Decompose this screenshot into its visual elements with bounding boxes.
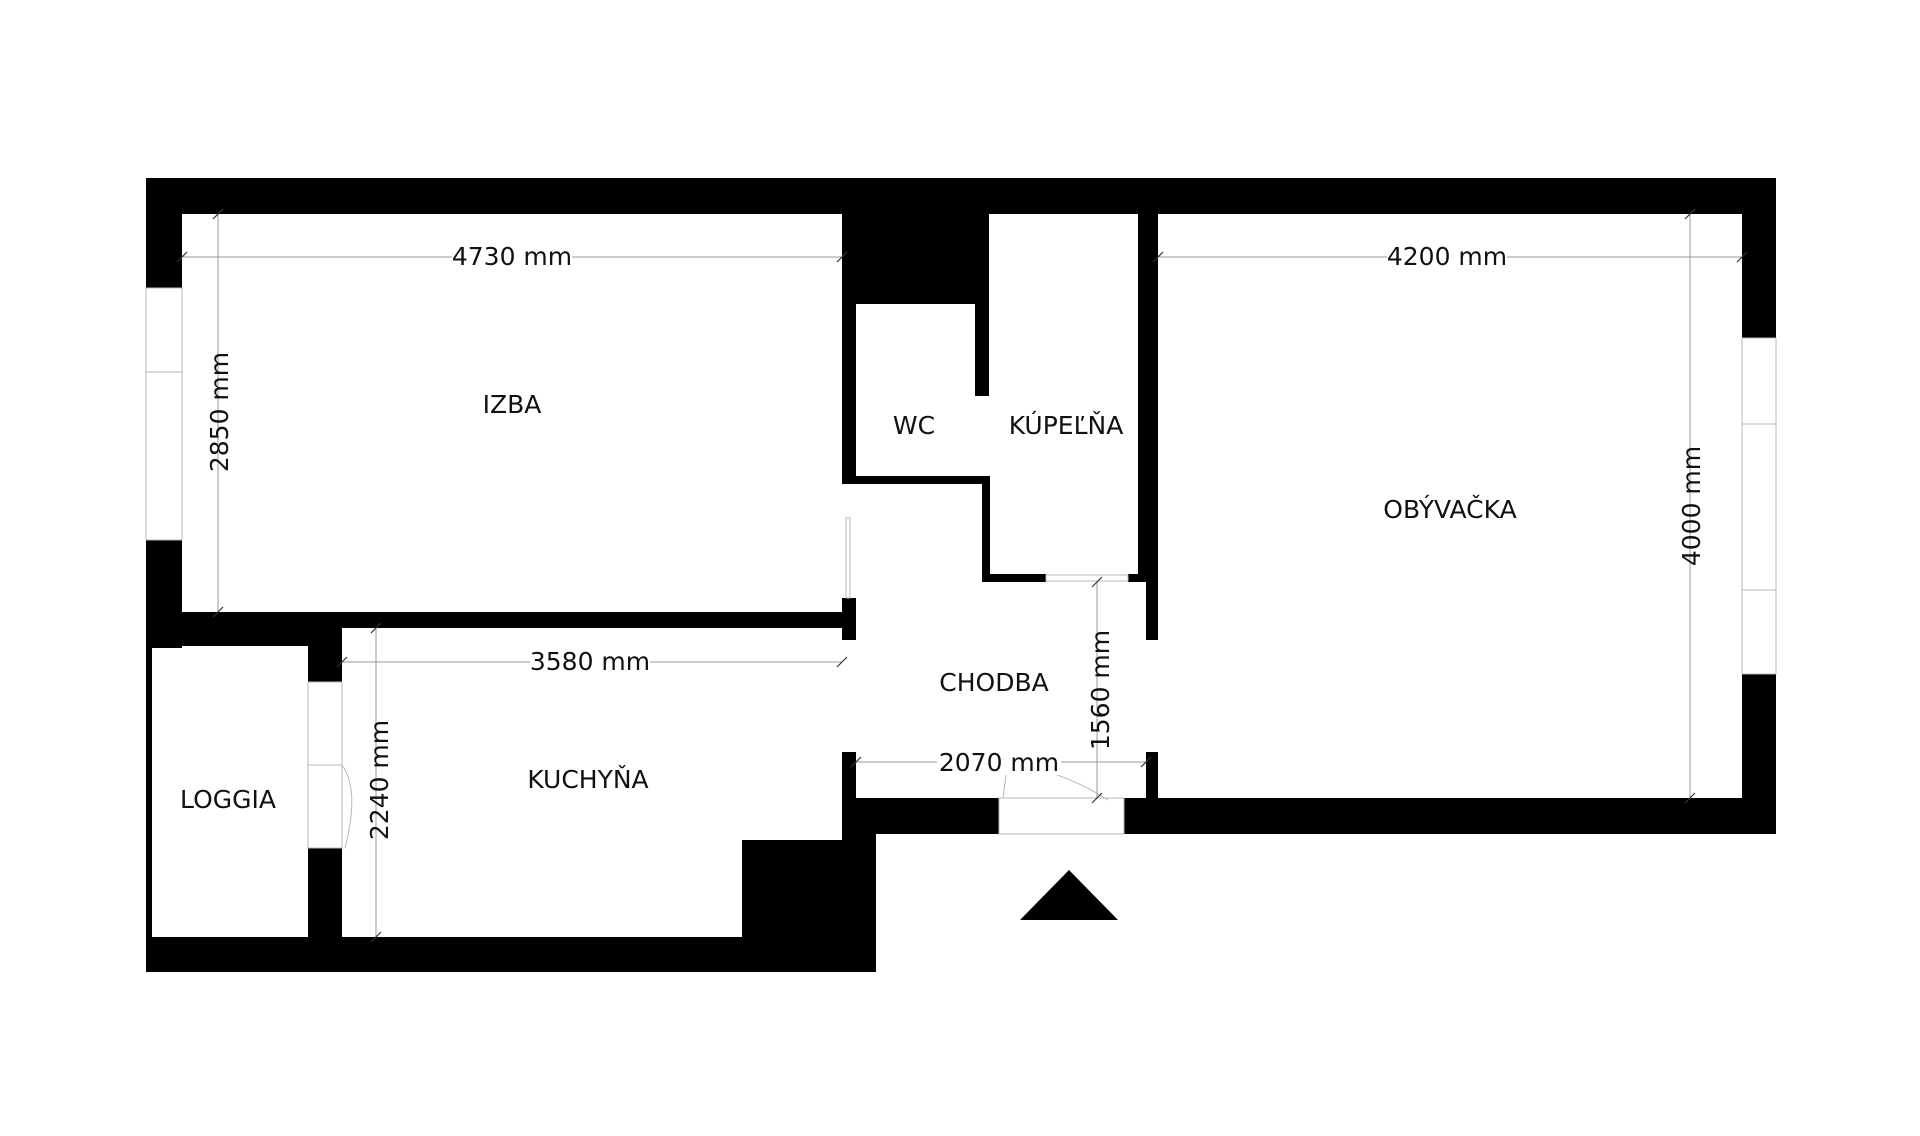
izba-right-wall-stub (842, 598, 856, 640)
dim-kuchyna-width: 3580 mm (530, 647, 650, 676)
right-wall-upper (1742, 178, 1776, 338)
dim-chodba-height: 1560 mm (1086, 630, 1115, 750)
dim-kuchyna-height: 2240 mm (365, 720, 394, 840)
kitchen-left-wall-lower (308, 848, 342, 972)
wc-right-wall (975, 214, 989, 396)
room-labels: IZBA WC KÚPEĽŇA OBÝVAČKA CHODBA KUCHYŇA … (180, 390, 1517, 814)
top-wall (146, 178, 1776, 214)
entrance-wall-right (1124, 798, 1776, 834)
loggia-door-swing (341, 764, 353, 849)
bath-left-wall (982, 476, 990, 582)
room-label-kuchyna: KUCHYŇA (527, 765, 648, 794)
interior-walls (308, 214, 1158, 972)
right-wall-lower (1742, 674, 1776, 834)
bath-door-leaf (1045, 574, 1129, 582)
outer-walls (146, 178, 1776, 972)
living-left-wall (1146, 214, 1158, 640)
windows (145, 287, 1777, 849)
kitchen-corner-block (742, 840, 852, 940)
dimension-labels: 4730 mm 4200 mm 3580 mm 2070 mm 2850 mm … (205, 240, 1706, 840)
room-label-chodba: CHODBA (939, 668, 1048, 697)
room-label-loggia: LOGGIA (180, 785, 276, 814)
dim-obyvacka-width: 4200 mm (1387, 242, 1507, 271)
bath-bottom-wall-left (982, 574, 1046, 582)
izba-door-leaf (845, 517, 851, 599)
loggia-left-wall (146, 626, 152, 972)
entrance-wall-left (842, 798, 999, 834)
bottom-wall-left (146, 937, 876, 972)
room-label-kupelna: KÚPEĽŇA (1009, 410, 1124, 440)
entrance-door-frame (998, 797, 1125, 835)
left-wall-upper (146, 178, 182, 288)
dim-chodba-width: 2070 mm (939, 748, 1059, 777)
entrance-arrow-icon (1020, 870, 1118, 920)
bath-bottom-wall-right (1128, 574, 1146, 582)
izba-right-wall (842, 214, 856, 484)
living-window (1741, 337, 1777, 675)
izba-bottom-wall (146, 612, 856, 626)
dim-izba-width: 4730 mm (452, 242, 572, 271)
kitchen-top-wall (342, 626, 842, 628)
doors (341, 517, 1129, 849)
kitchen-left-wall-upper (308, 626, 342, 682)
room-label-obyvacka: OBÝVAČKA (1383, 494, 1516, 524)
izba-window (145, 287, 183, 541)
corridor-wall-bottom-left (842, 752, 856, 834)
bath-right-wall (1138, 214, 1146, 582)
loggia-top-wall (146, 626, 342, 646)
wc-bottom-wall (856, 476, 990, 484)
dim-izba-height: 2850 mm (205, 352, 234, 472)
living-left-wall-lower (1146, 752, 1158, 834)
room-label-izba: IZBA (483, 390, 542, 419)
room-label-wc: WC (893, 411, 935, 440)
dim-obyvacka-height: 4000 mm (1677, 446, 1706, 566)
wc-top-block (856, 214, 988, 304)
